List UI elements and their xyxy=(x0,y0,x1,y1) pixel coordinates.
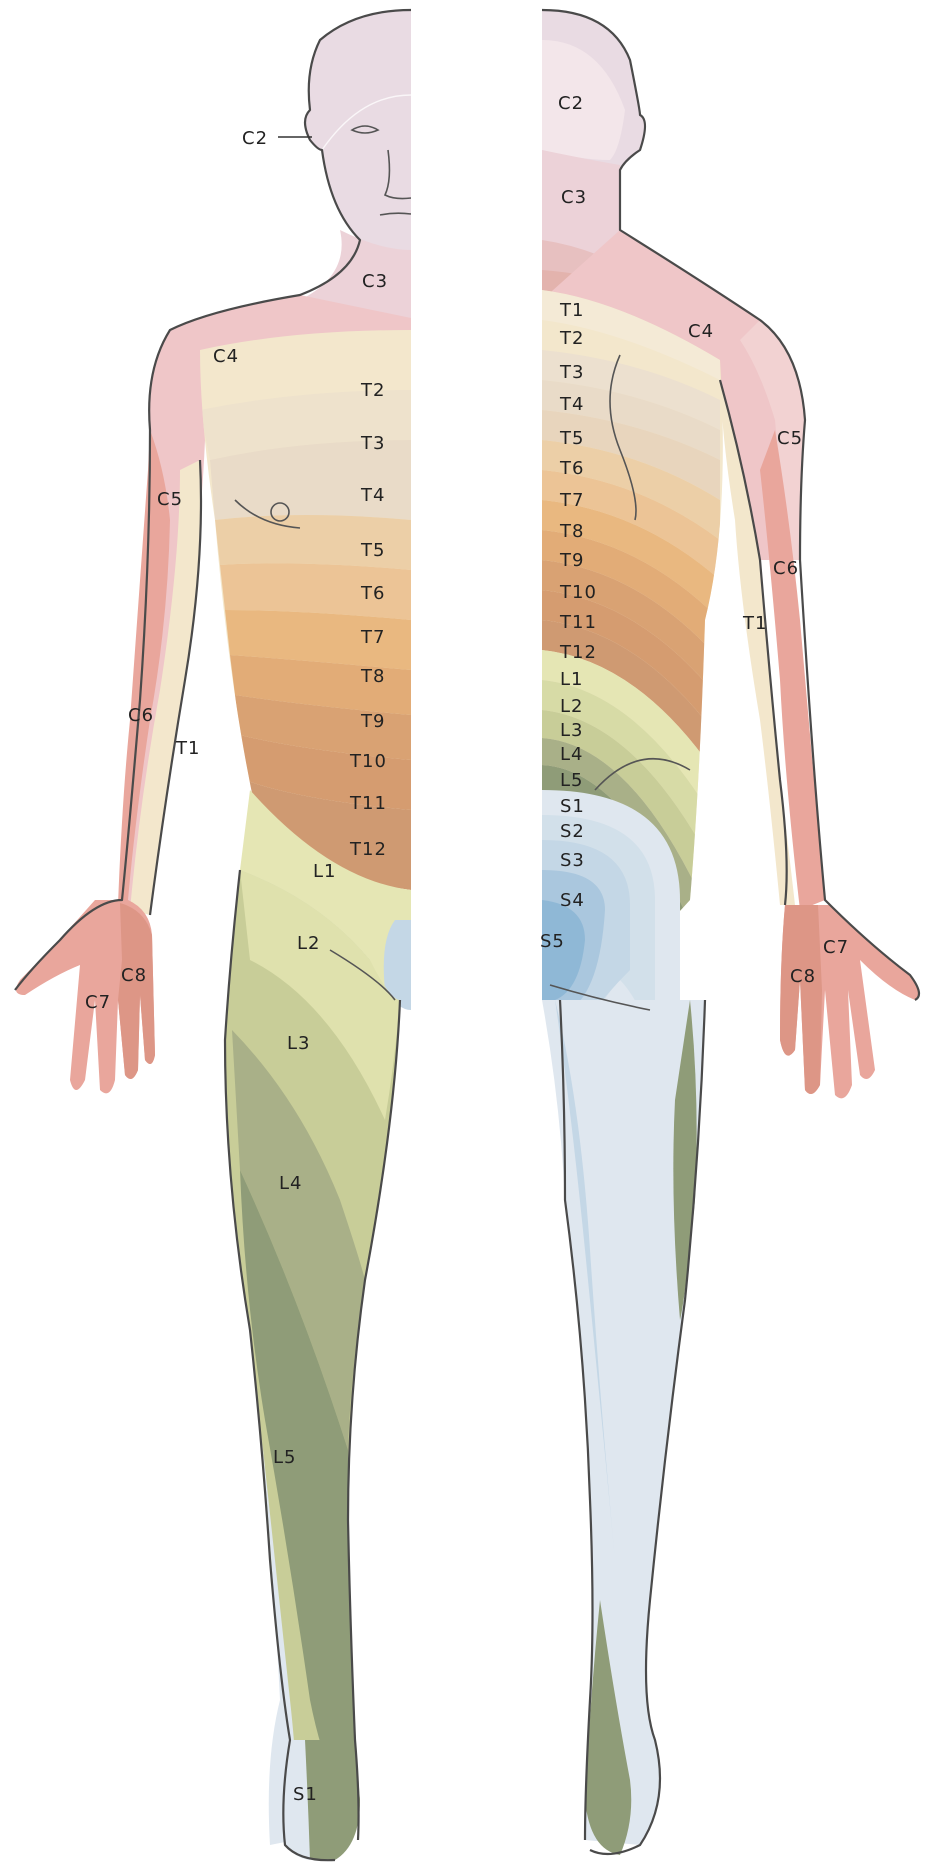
back-label-t1: T1 xyxy=(559,300,584,321)
back-label-t2: T2 xyxy=(559,328,584,349)
front-label-t6: T6 xyxy=(360,583,385,604)
front-label-l5: L5 xyxy=(273,1447,296,1468)
front-label-t3: T3 xyxy=(360,433,385,454)
back-label-c3: C3 xyxy=(561,187,587,208)
front-label-t12: T12 xyxy=(349,839,387,860)
back-label-l1: L1 xyxy=(560,669,583,690)
back-hand-c8 xyxy=(780,905,822,1094)
back-label-l3: L3 xyxy=(560,720,583,741)
back-label-t4: T4 xyxy=(559,394,584,415)
front-label-l4: L4 xyxy=(279,1173,302,1194)
front-label-c3: C3 xyxy=(362,271,388,292)
back-label-s3: S3 xyxy=(560,850,585,871)
back-label-t9: T9 xyxy=(559,550,584,571)
front-label-t2: T2 xyxy=(360,380,385,401)
front-label-c4: C4 xyxy=(213,346,239,367)
front-label-t7: T7 xyxy=(360,627,385,648)
back-label-t11: T11 xyxy=(559,612,597,633)
front-label-c2: C2 xyxy=(242,128,268,149)
front-label-c6: C6 xyxy=(128,705,154,726)
front-label-t8: T8 xyxy=(360,666,385,687)
back-label-s5: S5 xyxy=(540,931,565,952)
back-label-s1: S1 xyxy=(560,796,585,817)
back-view xyxy=(540,10,919,1855)
center-gap xyxy=(411,0,542,1871)
back-label-c8: C8 xyxy=(790,966,816,987)
front-label-l1: L1 xyxy=(313,861,336,882)
back-label-c4: C4 xyxy=(688,321,714,342)
back-label-t8: T8 xyxy=(559,521,584,542)
back-label-t3: T3 xyxy=(559,362,584,383)
back-label-c6: C6 xyxy=(773,558,799,579)
front-label-l2: L2 xyxy=(297,933,320,954)
front-label-c8: C8 xyxy=(121,965,147,986)
back-label-t7: T7 xyxy=(559,490,584,511)
front-label-c7: C7 xyxy=(85,992,111,1013)
front-label-s1: S1 xyxy=(293,1784,318,1805)
front-label-t9: T9 xyxy=(360,711,385,732)
front-label-t4: T4 xyxy=(360,485,385,506)
front-label-c5: C5 xyxy=(157,489,183,510)
back-label-s4: S4 xyxy=(560,890,585,911)
front-label-t10: T10 xyxy=(349,751,387,772)
back-label-c5: C5 xyxy=(777,428,803,449)
back-label-s2: S2 xyxy=(560,821,585,842)
front-label-t5: T5 xyxy=(360,540,385,561)
back-label-c2: C2 xyxy=(558,93,584,114)
back-label-l4: L4 xyxy=(560,744,583,765)
front-view xyxy=(15,10,420,1860)
front-label-l3: L3 xyxy=(287,1033,310,1054)
front-hand-c8 xyxy=(118,903,155,1079)
back-label-l5: L5 xyxy=(560,770,583,791)
back-label-t6: T6 xyxy=(559,458,584,479)
back-label-t5: T5 xyxy=(559,428,584,449)
front-label-t1: T1 xyxy=(175,738,200,759)
back-label-t1-arm: T1 xyxy=(742,613,767,634)
back-label-t10: T10 xyxy=(559,582,597,603)
front-head xyxy=(305,10,411,258)
back-label-l2: L2 xyxy=(560,696,583,717)
front-label-t11: T11 xyxy=(349,793,387,814)
back-label-c7: C7 xyxy=(823,937,849,958)
back-label-t12: T12 xyxy=(559,642,597,663)
